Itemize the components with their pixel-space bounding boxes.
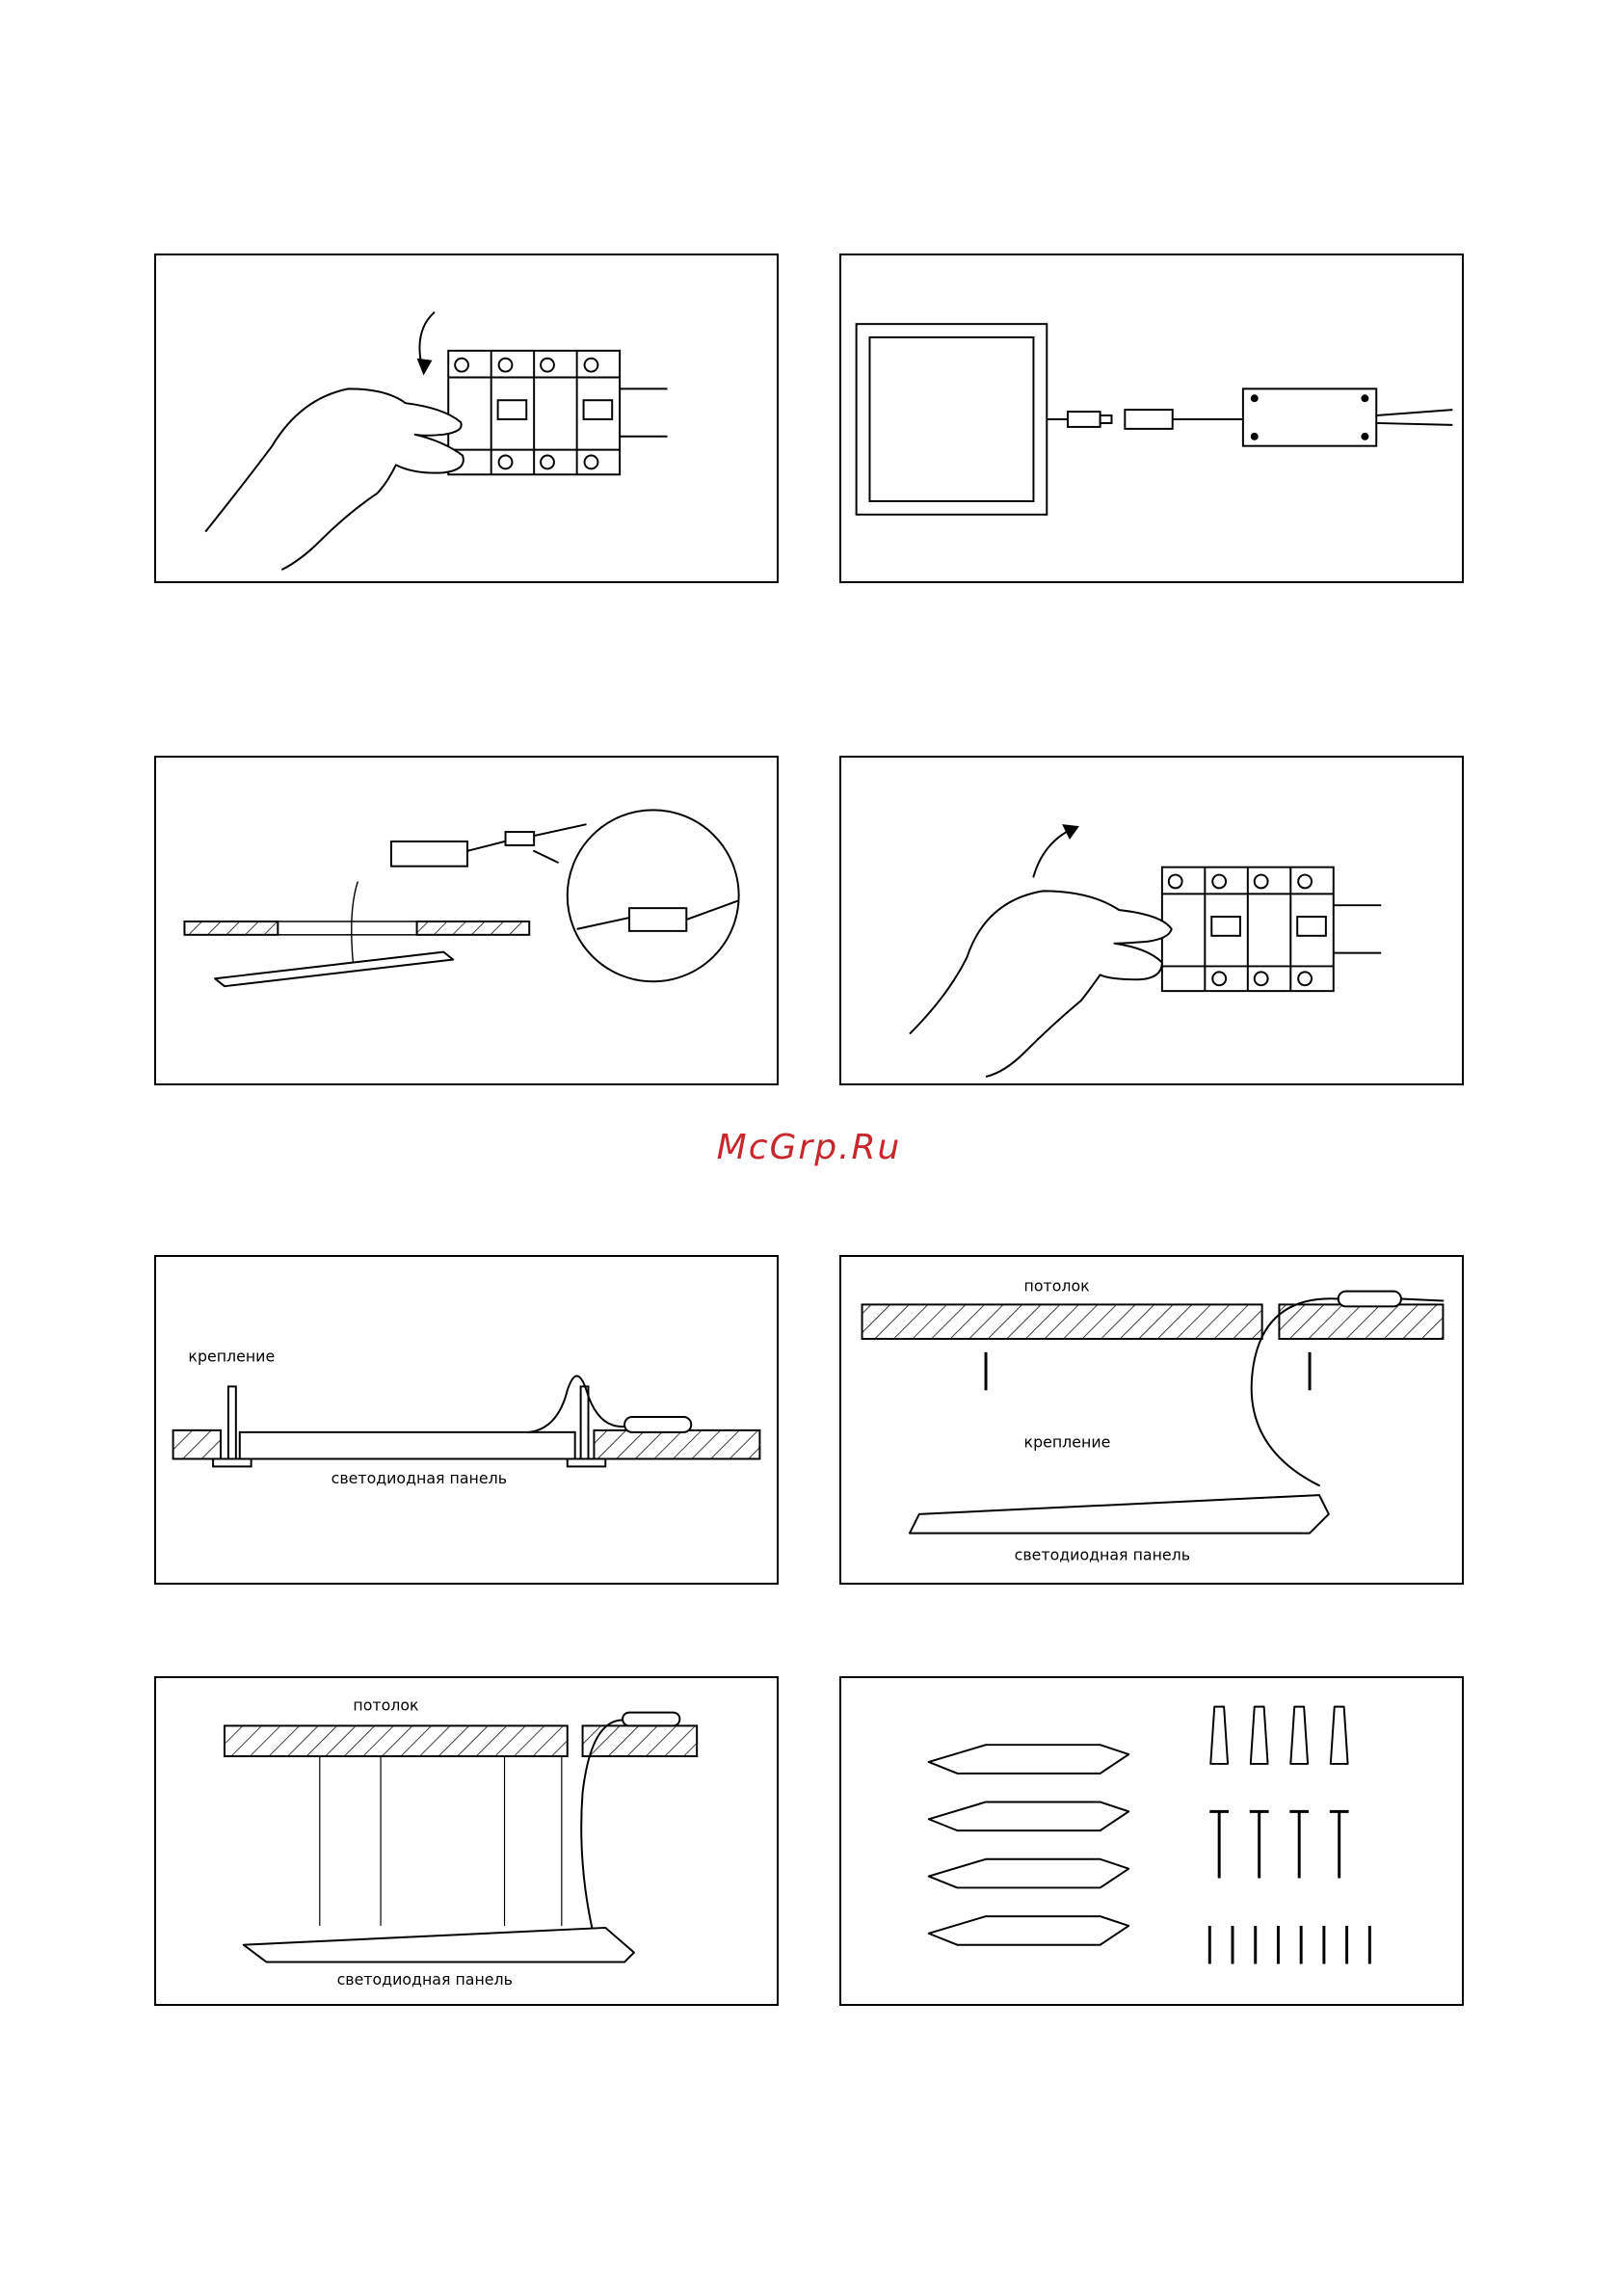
- driver-icon: [1243, 388, 1376, 445]
- step-panel-install-driver: [154, 756, 779, 1085]
- step-panel-connect: [839, 254, 1464, 583]
- bracket-icon: [929, 1745, 1129, 1945]
- hand-icon: [205, 388, 464, 570]
- step-panel-switch-on: [839, 756, 1464, 1085]
- watermark: McGrp.Ru: [0, 1128, 1618, 1167]
- step-panel-switch-off: [154, 254, 779, 583]
- panel-label: светодиодная панель: [337, 1970, 513, 1989]
- mount-label: крепление: [188, 1348, 275, 1366]
- panel-label: светодиодная панель: [1015, 1545, 1190, 1563]
- circuit-breaker-icon: [448, 351, 667, 474]
- step-panel-hanging: потолок светодиодная панель: [154, 1676, 779, 2006]
- dowel-icon: [1210, 1707, 1347, 1764]
- step-panel-kit: [839, 1676, 1464, 2006]
- driver-icon: [391, 841, 467, 867]
- step-panel-ceiling-mount: потолок крепление светодиодная панель: [839, 1255, 1464, 1585]
- screw-icon: [1209, 1811, 1348, 1878]
- ceiling-label: потолок: [1024, 1277, 1091, 1295]
- mount-label: крепление: [1024, 1433, 1111, 1452]
- screw-icon: [1209, 1926, 1369, 1964]
- circuit-breaker-icon: [1162, 868, 1381, 991]
- hand-icon: [910, 891, 1172, 1077]
- terminal-block-icon: [506, 832, 535, 845]
- ceiling-label: потолок: [353, 1696, 419, 1715]
- led-panel-icon: [857, 324, 1048, 515]
- screw-icon: [986, 1352, 1310, 1391]
- step-panel-cross-section: крепление светодиодная панель: [154, 1255, 779, 1585]
- panel-label: светодиодная панель: [332, 1469, 507, 1487]
- arrow-icon: [417, 312, 435, 375]
- arrow-icon: [1033, 824, 1078, 876]
